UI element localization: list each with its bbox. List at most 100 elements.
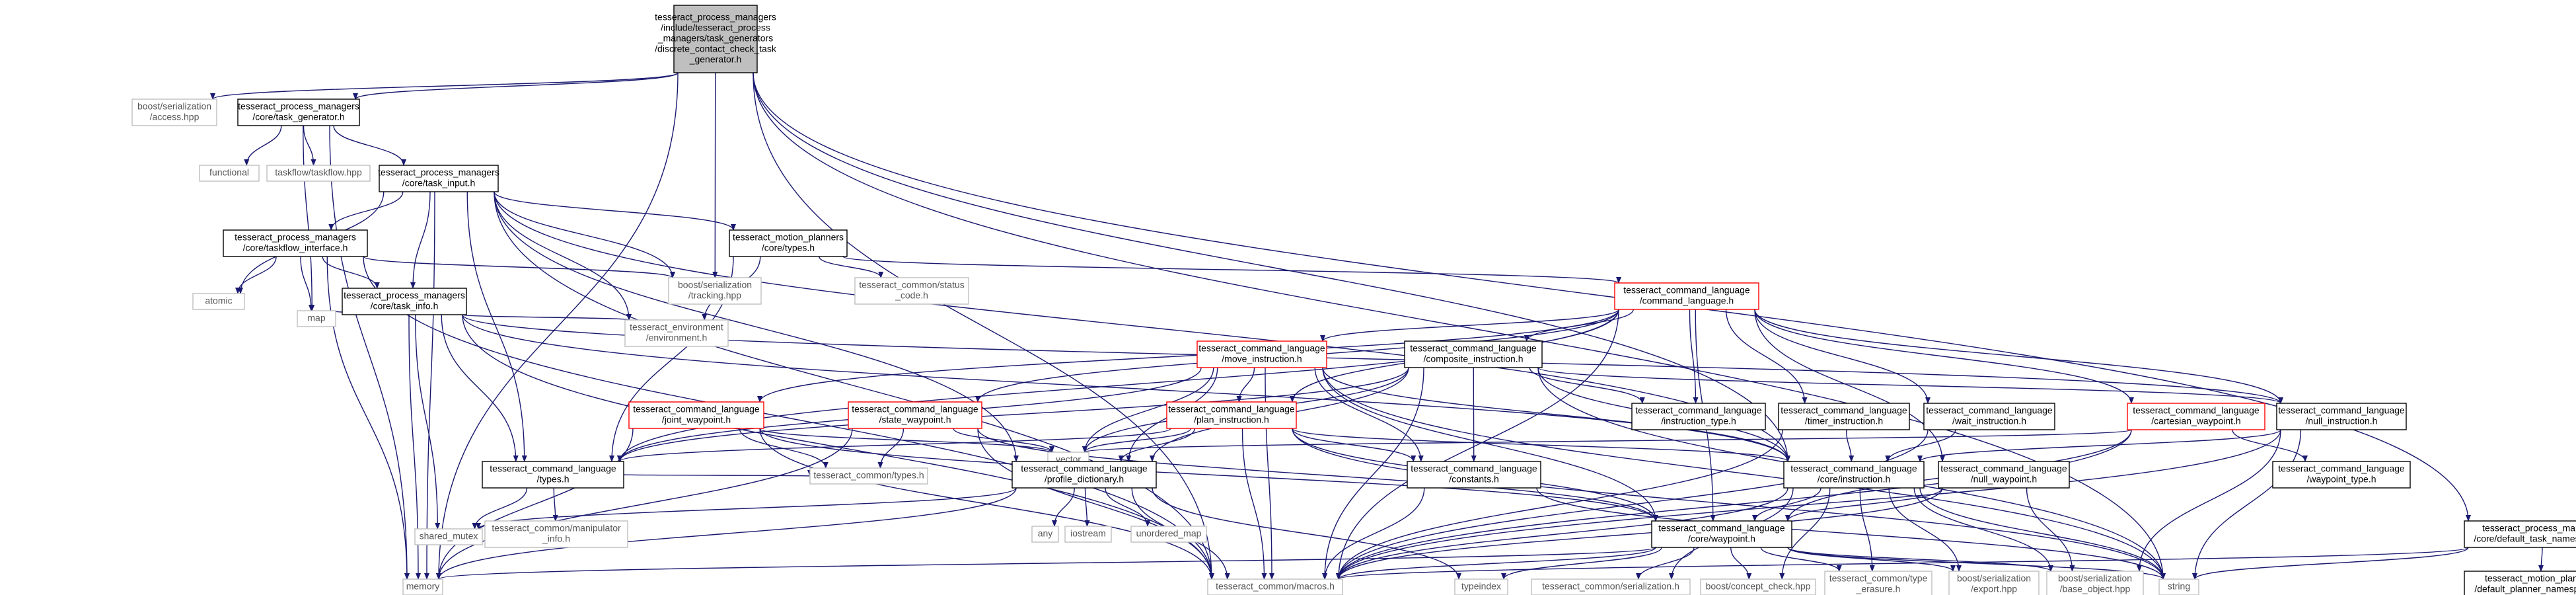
node-label-line: taskflow/taskflow.hpp: [275, 167, 362, 178]
edge-task_generator-to-task_input: [333, 125, 406, 166]
edge-state_waypoint-to-memory: [436, 428, 853, 580]
edge-root-to-macros: [753, 72, 1214, 580]
node-tracking: boost/serialization/tracking.hpp: [668, 277, 762, 305]
node-null_waypoint[interactable]: tesseract_command_language/null_waypoint…: [1938, 461, 2070, 489]
node-label-line: tesseract_command_language: [1168, 404, 1295, 415]
edge-task_info-to-null_instruction: [462, 314, 2283, 404]
edge-task_generator-to-map: [303, 125, 315, 311]
node-box: [342, 288, 467, 315]
node-constants[interactable]: tesseract_command_language/constants.h: [1407, 461, 1541, 489]
node-label-line: /core/types.h: [762, 243, 815, 253]
node-label-line: /core/taskflow_interface.h: [243, 243, 348, 253]
node-label-line: /cartesian_waypoint.h: [2151, 416, 2240, 426]
node-label-line: memory: [406, 581, 440, 592]
node-label-line: /core/waypoint.h: [1688, 534, 1755, 544]
node-label-line: /waypoint_type.h: [2306, 474, 2376, 485]
node-task_info[interactable]: tesseract_process_managers/core/task_inf…: [342, 288, 467, 315]
node-box: [482, 461, 624, 489]
node-iostream: iostream: [1064, 526, 1112, 543]
edge-core_instruction-to-string: [1919, 487, 2166, 580]
node-motion_types[interactable]: tesseract_motion_planners/core/types.h: [729, 229, 848, 257]
node-label-line: /discrete_contact_check_task: [655, 44, 777, 54]
node-label-line: /state_waypoint.h: [879, 415, 951, 425]
node-label-line: _info.h: [542, 534, 570, 544]
node-cl_types[interactable]: tesseract_command_language/types.h: [482, 461, 624, 489]
node-waypoint_type[interactable]: tesseract_command_language/waypoint_type…: [2272, 461, 2411, 489]
node-box: [1938, 461, 2070, 489]
node-box: [1031, 526, 1059, 543]
edge-task_info-to-environment: [462, 313, 632, 321]
node-label-line: /instruction_type.h: [1661, 416, 1736, 426]
node-label-line: tesseract_environment: [630, 322, 723, 333]
node-box: [2272, 461, 2411, 489]
node-label-line: /core/default_task_namespaces.h: [2474, 534, 2576, 544]
node-label-line: tesseract_command_language: [2133, 405, 2260, 416]
node-profile_dictionary[interactable]: tesseract_command_language/profile_dicti…: [1012, 461, 1157, 489]
node-task_input[interactable]: tesseract_process_managers/core/task_inp…: [378, 165, 499, 192]
edge-core_waypoint-to-typeindex: [1501, 547, 1662, 580]
node-null_instruction[interactable]: tesseract_command_language/null_instruct…: [2276, 403, 2407, 430]
edge-command_language-to-wait_instruction: [1754, 309, 1931, 404]
node-plan_instruction[interactable]: tesseract_command_language/plan_instruct…: [1166, 401, 1297, 429]
node-access: boost/serialization/access.hpp: [131, 99, 217, 126]
node-label-line: /core/task_generator.h: [252, 112, 344, 122]
edge-command_language-to-cl_types: [617, 309, 1619, 462]
node-command_language[interactable]: tesseract_command_language/command_langu…: [1614, 282, 1759, 310]
node-label-line: _generator.h: [689, 54, 742, 65]
edge-task_input-to-profile_dictionary: [494, 191, 1019, 462]
node-joint_waypoint[interactable]: tesseract_command_language/joint_waypoin…: [628, 401, 764, 429]
node-concept_check: boost/concept_check.hpp: [1700, 578, 1816, 595]
node-label-line: tesseract_command_language: [852, 404, 978, 415]
node-composite_instruction[interactable]: tesseract_command_language/composite_ins…: [1404, 340, 1543, 368]
node-box: [1700, 578, 1816, 595]
edge-cartesian_waypoint-to-vector: [1082, 429, 2132, 453]
edge-cartesian_waypoint-to-waypoint_type: [2232, 429, 2308, 462]
node-box: [237, 99, 360, 126]
edge-motion_types-to-status_code: [819, 256, 884, 278]
node-instruction_type[interactable]: tesseract_command_language/instruction_t…: [1631, 403, 1766, 430]
edge-wait_instruction-to-core_instruction: [1885, 429, 1956, 462]
node-label-line: tesseract_command_language: [1658, 523, 1785, 534]
node-box: [1824, 571, 1932, 595]
edge-core_waypoint-to-concept_check: [1730, 547, 1752, 580]
node-default_task_ns[interactable]: tesseract_process_managers/core/default_…: [2464, 520, 2576, 548]
node-label-line: tesseract_process_managers: [378, 167, 499, 178]
edge-null_instruction-to-macros: [1336, 429, 2281, 580]
node-label-line: tesseract_process_managers: [655, 12, 776, 22]
edge-default_task_ns-to-macros: [1336, 547, 2469, 580]
node-move_instruction[interactable]: tesseract_command_language/move_instruct…: [1196, 340, 1327, 368]
node-label-line: typeindex: [1461, 581, 1501, 592]
node-box: [1130, 526, 1207, 543]
edge-command_language-to-joint_waypoint: [757, 309, 1619, 403]
edge-task_input-to-motion_types: [494, 191, 736, 231]
edge-core_instruction-to-concept_check: [1779, 487, 1831, 580]
node-box: [131, 99, 217, 126]
node-box: [673, 5, 758, 73]
node-core_waypoint[interactable]: tesseract_command_language/core/waypoint…: [1651, 520, 1792, 548]
node-functional: functional: [199, 165, 260, 182]
edge-cl_types-to-common_types: [623, 469, 811, 477]
node-common_types: tesseract_common/types.h: [809, 467, 928, 485]
node-task_generator[interactable]: tesseract_process_managers/core/task_gen…: [237, 99, 360, 126]
node-box: [668, 277, 762, 305]
node-map: map: [297, 310, 336, 327]
node-state_waypoint[interactable]: tesseract_command_language/state_waypoin…: [848, 401, 982, 429]
node-default_planner_ns[interactable]: tesseract_motion_planners/default_planne…: [2464, 571, 2576, 595]
node-timer_instruction[interactable]: tesseract_command_language/timer_instruc…: [1778, 403, 1910, 430]
node-label-line: tesseract_common/macros.h: [1216, 581, 1335, 592]
edge-plan_instruction-to-string: [1292, 428, 2166, 580]
node-taskflow_interface[interactable]: tesseract_process_managers/core/taskflow…: [223, 229, 368, 257]
edge-core_waypoint-to-macros: [1336, 547, 1656, 580]
edge-plan_instruction-to-profile_dictionary: [1118, 428, 1195, 462]
node-box: [1651, 520, 1792, 548]
node-cartesian_waypoint[interactable]: tesseract_command_language/cartesian_way…: [2127, 403, 2265, 430]
node-root[interactable]: tesseract_process_managers/include/tesse…: [655, 5, 777, 73]
node-box: [266, 165, 371, 182]
node-core_instruction[interactable]: tesseract_command_language/core/instruct…: [1783, 461, 1925, 489]
edge-joint_waypoint-to-vector: [759, 428, 1054, 453]
node-wait_instruction[interactable]: tesseract_command_language/wait_instruct…: [1923, 403, 2055, 430]
node-label-line: iostream: [1070, 528, 1106, 539]
edge-taskflow_interface-to-task_info: [322, 256, 380, 289]
edge-command_language-to-macros: [1336, 309, 1619, 580]
node-any: any: [1031, 526, 1059, 543]
